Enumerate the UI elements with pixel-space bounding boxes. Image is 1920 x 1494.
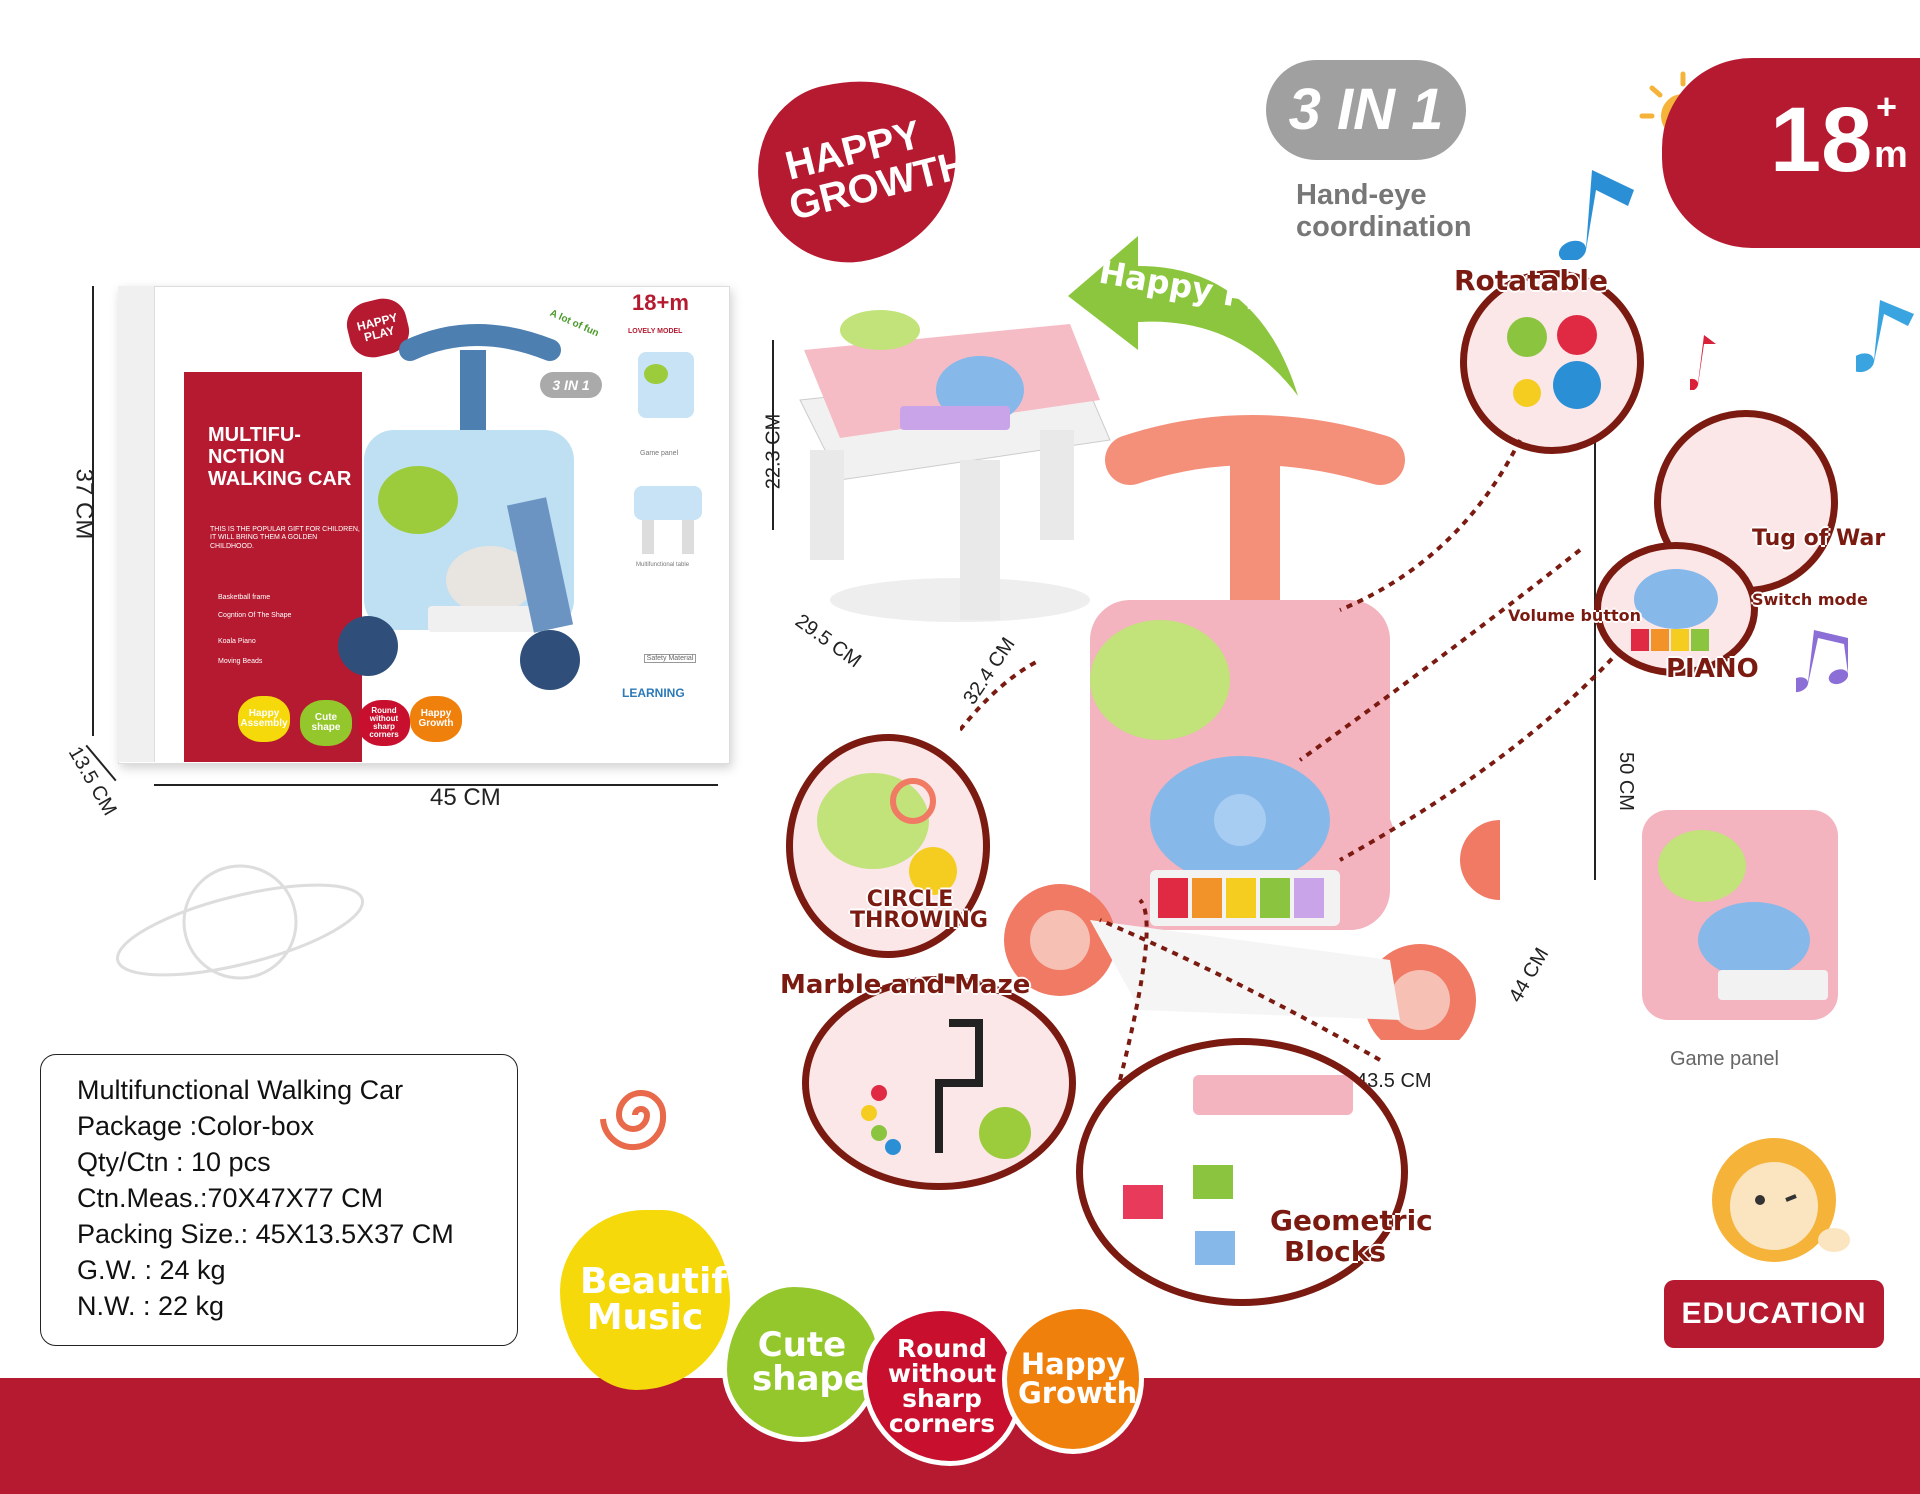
box-feature-badge: Happy Assembly — [238, 696, 290, 742]
feature-text: Cute shape — [752, 1325, 867, 1399]
gears-icon — [1507, 315, 1601, 409]
box-title: MULTIFU-NCTION WALKING CAR — [208, 424, 352, 490]
box-game-panel-label: Game panel — [640, 450, 679, 457]
marble-maze-callout — [802, 976, 1076, 1190]
hand-eye-label: Hand-eye coordination — [1296, 179, 1472, 243]
planet-icon — [115, 864, 365, 980]
lion-mascot-icon — [1712, 1138, 1850, 1262]
blocks-icon — [1123, 1075, 1353, 1265]
spec-line: Multifunctional Walking Car — [77, 1075, 404, 1105]
box-list-item: Moving Beads — [218, 658, 263, 665]
box-feature-text: Cute shape — [311, 712, 341, 733]
rotatable-label: Rotatable — [1454, 264, 1608, 297]
walker-width-label: 43.5 CM — [1356, 1070, 1432, 1092]
piano-label: PIANO — [1666, 654, 1759, 684]
box-feature-text: Round without sharp corners — [369, 706, 399, 739]
box-learning-label: LEARNING — [622, 686, 685, 700]
rotatable-callout — [1460, 270, 1644, 454]
game-panel-illustration — [1642, 810, 1838, 1020]
specification-box: Multifunctional Walking Car Package :Col… — [40, 1054, 518, 1346]
age-plus: + — [1876, 86, 1898, 127]
music-note-icon — [1558, 170, 1634, 260]
box-table-thumb — [634, 486, 702, 554]
walker-illustration — [1004, 415, 1500, 1040]
maze-icon — [861, 1019, 1031, 1159]
age-number: 18 — [1770, 89, 1873, 191]
three-in-one-badge: 3 IN 1 — [1266, 60, 1466, 160]
spec-line: N.W. : 22 kg — [77, 1291, 225, 1321]
table-height-label: 22.3 CM — [762, 413, 785, 490]
circle-throwing-callout — [786, 734, 990, 958]
dimension-line — [92, 286, 94, 736]
marble-maze-label: Marble and Maze — [780, 970, 1031, 1000]
spec-line: Qty/Ctn : 10 pcs — [77, 1147, 271, 1177]
spec-line: G.W. : 24 kg — [77, 1255, 226, 1285]
geometric-blocks-callout — [1076, 1038, 1408, 1306]
box-side-panel — [118, 286, 155, 762]
feature-text: Round without sharp corners — [887, 1334, 997, 1438]
circle-throwing-label: CIRCLE THROWING — [850, 887, 988, 933]
box-height-label: 37 CM — [70, 468, 98, 540]
box-safety-label: Safety Material — [644, 654, 696, 663]
geometric-blocks-label: Geometric Blocks — [1270, 1204, 1433, 1268]
tug-of-war-label: Tug of War — [1752, 526, 1886, 551]
box-list-item: Koala Piano — [218, 638, 256, 645]
spiral-icon — [600, 1090, 667, 1151]
feature-happy-growth: Happy Growth — [1002, 1304, 1144, 1454]
feature-beautiful-music: Beautiful Music — [560, 1210, 765, 1390]
dimension-line — [154, 784, 718, 786]
volume-button-label: Volume button — [1508, 606, 1641, 625]
dimension-line — [772, 340, 774, 530]
age-unit: m — [1874, 134, 1908, 176]
box-feature-badge: Round without sharp corners — [358, 700, 410, 746]
callout-leader-lines — [960, 439, 1622, 1080]
box-age-label: 18+m — [632, 290, 689, 315]
music-note-icon — [1690, 335, 1716, 390]
switch-mode-label: Switch mode — [1752, 590, 1868, 609]
table-illustration — [799, 310, 1111, 622]
happy-growth-text: HAPPY GROWTH — [780, 112, 973, 229]
box-feature-text: Happy Assembly — [240, 708, 288, 729]
music-note-icon — [1796, 630, 1848, 693]
box-3in1-badge: 3 IN 1 — [540, 372, 602, 398]
age-badge: 18 + m — [1662, 58, 1920, 248]
box-subtitle: THIS IS THE POPULAR GIFT FOR CHILDREN, I… — [210, 526, 360, 550]
happy-play-arrow-icon — [1068, 236, 1298, 396]
feature-round-corners: Round without sharp corners — [862, 1306, 1022, 1466]
box-feature-badge: Happy Growth — [410, 696, 462, 742]
box-width-label: 45 CM — [430, 784, 501, 811]
box-multifunctional-table-label: Multifunctional table — [636, 562, 690, 568]
spec-line: Package :Color-box — [77, 1111, 315, 1141]
elephant-icon — [817, 773, 957, 895]
box-walker-illustration — [338, 324, 580, 690]
game-panel-label: Game panel — [1670, 1048, 1779, 1070]
feature-text: Beautiful Music — [580, 1261, 765, 1338]
dimension-line — [1594, 420, 1596, 880]
box-feature-text: Happy Growth — [418, 708, 454, 729]
three-in-one-text: 3 IN 1 — [1288, 77, 1444, 142]
box-feature-badge: Cute shape — [300, 700, 352, 746]
box-3in1-text: 3 IN 1 — [552, 377, 590, 393]
box-game-panel-thumb — [638, 352, 694, 418]
spec-line: Packing Size.: 45X13.5X37 CM — [77, 1219, 454, 1249]
piano-callout — [1594, 542, 1758, 676]
education-badge: EDUCATION — [1664, 1280, 1884, 1348]
box-list-item: Basketball frame — [218, 594, 271, 601]
feature-text: Happy Growth — [1018, 1347, 1138, 1410]
box-list-item: Cogntion Of The Shape — [218, 612, 292, 619]
box-lovely-model: LOVELY MODEL — [628, 328, 683, 335]
koala-icon — [1631, 569, 1718, 651]
music-note-icon — [1856, 300, 1914, 372]
spec-line: Ctn.Meas.:70X47X77 CM — [77, 1183, 384, 1213]
happy-growth-badge: HAPPY GROWTH — [739, 58, 977, 282]
education-text: EDUCATION — [1681, 1297, 1867, 1330]
